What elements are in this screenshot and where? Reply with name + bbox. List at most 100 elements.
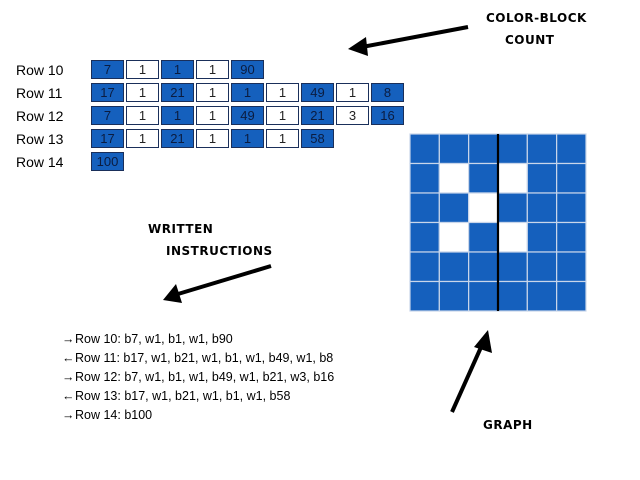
graph-blue-cell — [497, 192, 528, 224]
instruction-line: →Row 10: b7, w1, b1, w1, b90 — [62, 330, 334, 349]
graph-blue-cell — [556, 221, 587, 253]
graph-blue-cell — [526, 280, 558, 312]
blue-block-cell: 58 — [301, 129, 334, 148]
arrow-right-icon: → — [62, 408, 75, 422]
arrow-right-icon: → — [62, 370, 75, 384]
blue-block-cell: 8 — [371, 83, 404, 102]
color-block-count-line2: COUNT — [505, 33, 555, 47]
written-instructions-list: →Row 10: b7, w1, b1, w1, b90←Row 11: b17… — [62, 330, 334, 425]
graph-blue-cell — [468, 280, 499, 312]
graph-blue-cell — [409, 280, 440, 312]
white-block-cell: 1 — [196, 60, 229, 79]
graph-white-cell — [497, 162, 528, 194]
blue-block-cell: 100 — [91, 152, 124, 171]
instruction-text: Row 10: b7, w1, b1, w1, b90 — [75, 332, 233, 346]
graph-white-cell — [497, 221, 528, 253]
white-block-cell: 1 — [196, 83, 229, 102]
arrow-to-instructions — [163, 264, 272, 303]
graph-blue-cell — [438, 280, 470, 312]
graph-blue-cell — [526, 162, 558, 194]
white-block-cell: 1 — [336, 83, 369, 102]
graph-blue-cell — [468, 251, 499, 283]
graph-white-cell — [438, 162, 470, 194]
graph-blue-cell — [438, 192, 470, 224]
graph-white-cell — [468, 192, 499, 224]
graph-blue-cell — [497, 133, 528, 165]
white-block-cell: 1 — [126, 83, 159, 102]
blue-block-cell: 17 — [91, 129, 124, 148]
arrow-to-count — [348, 25, 469, 56]
white-block-cell: 1 — [126, 129, 159, 148]
color-block-count-line1: COLOR-BLOCK — [486, 11, 587, 25]
blue-block-cell: 7 — [91, 106, 124, 125]
arrow-right-icon: → — [62, 332, 75, 346]
graph-blue-cell — [409, 192, 440, 224]
white-block-cell: 1 — [196, 129, 229, 148]
graph-blue-cell — [409, 133, 440, 165]
white-block-cell: 1 — [196, 106, 229, 125]
blue-block-cell: 7 — [91, 60, 124, 79]
graph-blue-cell — [556, 280, 587, 312]
graph-blue-cell — [556, 251, 587, 283]
graph-blue-cell — [497, 251, 528, 283]
graph-blue-cell — [409, 251, 440, 283]
graph-blue-cell — [556, 192, 587, 224]
graph-blue-cell — [438, 251, 470, 283]
instruction-text: Row 14: b100 — [75, 408, 153, 422]
blue-block-cell: 21 — [161, 129, 194, 148]
blue-block-cell: 1 — [161, 60, 194, 79]
instruction-line: →Row 14: b100 — [62, 406, 334, 425]
instruction-line: ←Row 13: b17, w1, b21, w1, b1, w1, b58 — [62, 387, 334, 406]
white-block-cell: 3 — [336, 106, 369, 125]
written-instructions-line2: INSTRUCTIONS — [166, 244, 273, 258]
blue-block-cell: 1 — [231, 83, 264, 102]
instruction-text: Row 11: b17, w1, b21, w1, b1, w1, b49, w… — [75, 351, 334, 365]
graph-blue-cell — [526, 133, 558, 165]
written-instructions-label: WRITTEN INSTRUCTIONS — [148, 218, 273, 262]
white-block-cell: 1 — [266, 129, 299, 148]
graph-blue-cell — [409, 221, 440, 253]
graph-blue-cell — [556, 133, 587, 165]
graph-blue-cell — [497, 280, 528, 312]
blue-block-cell: 17 — [91, 83, 124, 102]
graph-blue-cell — [526, 221, 558, 253]
blue-block-cell: 21 — [301, 106, 334, 125]
arrow-left-icon: ← — [62, 351, 75, 365]
row-label: Row 13 — [16, 131, 64, 147]
graph-white-cell — [438, 221, 470, 253]
blue-block-cell: 21 — [161, 83, 194, 102]
graph-blue-cell — [526, 192, 558, 224]
row-label: Row 12 — [16, 108, 64, 124]
blue-block-cell: 1 — [231, 129, 264, 148]
white-block-cell: 1 — [126, 60, 159, 79]
blue-block-cell: 90 — [231, 60, 264, 79]
blue-block-cell: 49 — [231, 106, 264, 125]
graph-blue-cell — [438, 133, 470, 165]
instruction-text: Row 12: b7, w1, b1, w1, b49, w1, b21, w3… — [75, 370, 335, 384]
graph-blue-cell — [468, 133, 499, 165]
graph-blue-cell — [468, 162, 499, 194]
row-label: Row 10 — [16, 62, 64, 78]
arrow-left-icon: ← — [62, 389, 75, 403]
white-block-cell: 1 — [266, 83, 299, 102]
row-label: Row 14 — [16, 154, 64, 170]
graph-label: GRAPH — [483, 418, 533, 432]
white-block-cell: 1 — [126, 106, 159, 125]
blue-block-cell: 49 — [301, 83, 334, 102]
white-block-cell: 1 — [266, 106, 299, 125]
arrow-to-graph — [450, 330, 492, 413]
instruction-line: →Row 12: b7, w1, b1, w1, b49, w1, b21, w… — [62, 368, 334, 387]
written-instructions-line1: WRITTEN — [148, 222, 214, 236]
color-block-count-label: COLOR-BLOCK COUNT — [486, 7, 587, 51]
blue-block-cell: 1 — [161, 106, 194, 125]
graph-blue-cell — [468, 221, 499, 253]
instruction-line: ←Row 11: b17, w1, b21, w1, b1, w1, b49, … — [62, 349, 334, 368]
graph-blue-cell — [556, 162, 587, 194]
pixel-graph — [409, 133, 587, 312]
instruction-text: Row 13: b17, w1, b21, w1, b1, w1, b58 — [75, 389, 291, 403]
row-label: Row 11 — [16, 85, 63, 101]
graph-blue-cell — [526, 251, 558, 283]
blue-block-cell: 16 — [371, 106, 404, 125]
graph-blue-cell — [409, 162, 440, 194]
